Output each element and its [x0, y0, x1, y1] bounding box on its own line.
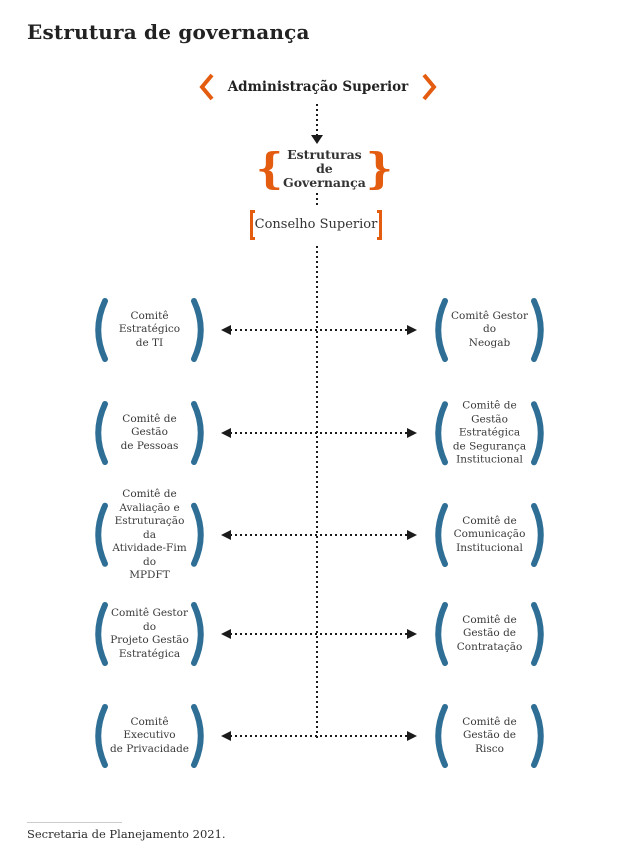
paren-open-icon	[435, 602, 448, 666]
node-label: Administração Superior	[227, 79, 409, 95]
paren-open-icon	[95, 704, 108, 768]
paren-close-icon	[191, 704, 204, 768]
node-label: Estruturas de Governança	[283, 147, 366, 190]
bidirectional-arrow	[221, 321, 417, 339]
paren-close-icon	[531, 704, 544, 768]
bidirectional-arrow	[221, 727, 417, 745]
paren-open-icon	[435, 401, 448, 465]
committee-label: Comitê Gestor do Neogab	[451, 309, 528, 349]
bidirectional-arrow	[221, 424, 417, 442]
paren-open-icon	[95, 401, 108, 465]
dotted-connector-mid	[316, 193, 318, 206]
node-conselho-superior: Conselho Superior	[250, 209, 382, 240]
square-bracket-open-icon	[250, 209, 255, 240]
paren-open-icon	[95, 503, 108, 567]
paren-close-icon	[191, 401, 204, 465]
dotted-line	[230, 534, 408, 536]
committee-node-gestao-pessoas: Comitê de Gestão de Pessoas	[91, 400, 208, 466]
page-title: Estrutura de governança	[27, 20, 310, 44]
arrow-left-icon	[221, 731, 231, 741]
dotted-line	[230, 432, 408, 434]
committee-node-executivo-privacidade: Comitê Executivo de Privacidade	[91, 703, 208, 769]
paren-close-icon	[531, 602, 544, 666]
committee-label: Comitê de Gestão de Pessoas	[120, 412, 179, 452]
paren-close-icon	[531, 503, 544, 567]
committee-node-comunicacao-institucional: Comitê de Comunicação Institucional	[431, 502, 548, 568]
committee-label: Comitê de Comunicação Institucional	[453, 514, 526, 554]
paren-close-icon	[191, 503, 204, 567]
node-label: Conselho Superior	[254, 217, 378, 232]
arrow-left-icon	[221, 428, 231, 438]
arrow-right-icon	[407, 530, 417, 540]
committee-label: Comitê Estratégico de TI	[118, 309, 181, 349]
source-note: Secretaria de Planejamento 2021.	[27, 827, 226, 841]
arrow-right-icon	[407, 629, 417, 639]
dotted-line	[230, 735, 408, 737]
paren-close-icon	[191, 602, 204, 666]
dotted-line	[230, 329, 408, 331]
paren-open-icon	[95, 602, 108, 666]
arrow-right-icon	[407, 731, 417, 741]
committee-label: Comitê Executivo de Privacidade	[109, 715, 190, 755]
committee-label: Comitê de Avaliação e Estruturação da At…	[112, 487, 187, 581]
paren-close-icon	[191, 298, 204, 362]
committee-node-projeto-gestao-estrategica: Comitê Gestor do Projeto Gestão Estratég…	[91, 601, 208, 667]
dotted-connector-top	[316, 104, 318, 135]
paren-open-icon	[95, 298, 108, 362]
paren-close-icon	[531, 401, 544, 465]
committee-label: Comitê de Gestão de Contratação	[456, 613, 523, 653]
paren-open-icon	[435, 298, 448, 362]
arrow-down-icon	[311, 135, 323, 144]
chevron-left-icon	[199, 73, 214, 101]
committee-node-comite-gestor-neogab: Comitê Gestor do Neogab	[431, 297, 548, 363]
committee-label: Comitê Gestor do Projeto Gestão Estratég…	[110, 607, 189, 660]
node-estruturas-de-governanca: { Estruturas de Governança }	[256, 144, 393, 193]
committee-node-gestao-contratacao: Comitê de Gestão de Contratação	[431, 601, 548, 667]
square-bracket-close-icon	[377, 209, 382, 240]
committee-label: Comitê de Gestão de Risco	[462, 715, 517, 755]
arrow-right-icon	[407, 325, 417, 335]
brace-open-icon: {	[256, 144, 284, 193]
arrow-left-icon	[221, 629, 231, 639]
node-administracao-superior: Administração Superior	[199, 71, 437, 103]
arrow-left-icon	[221, 325, 231, 335]
brace-close-icon: }	[365, 144, 393, 193]
arrow-left-icon	[221, 530, 231, 540]
committee-node-comite-estrategico-ti: Comitê Estratégico de TI	[91, 297, 208, 363]
arrow-right-icon	[407, 428, 417, 438]
bidirectional-arrow	[221, 526, 417, 544]
paren-close-icon	[531, 298, 544, 362]
center-dotted-line	[316, 246, 318, 738]
chevron-right-icon	[422, 73, 437, 101]
committee-node-avaliacao-atividade-fim: Comitê de Avaliação e Estruturação da At…	[91, 488, 208, 583]
footer-divider	[27, 822, 122, 823]
paren-open-icon	[435, 704, 448, 768]
paren-open-icon	[435, 503, 448, 567]
dotted-line	[230, 633, 408, 635]
bidirectional-arrow	[221, 625, 417, 643]
committee-node-gestao-risco: Comitê de Gestão de Risco	[431, 703, 548, 769]
committee-node-seguranca-institucional: Comitê de Gestão Estratégica de Seguranç…	[431, 399, 548, 467]
committee-label: Comitê de Gestão Estratégica de Seguranç…	[452, 399, 527, 466]
